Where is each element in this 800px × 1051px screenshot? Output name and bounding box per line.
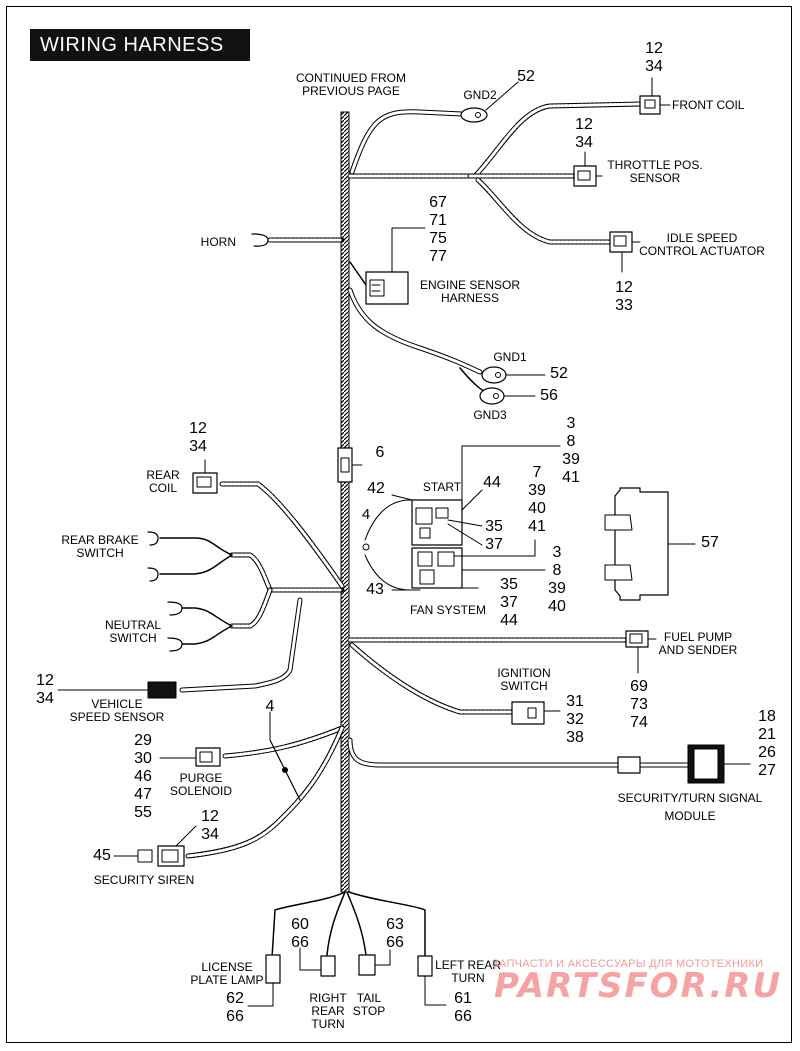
callout-52-gnd1: 52 [550,365,568,382]
watermark-logo: PARTSFOR.RU [494,966,783,1006]
fuel-pump-branch [347,630,657,674]
callout-4: 4 [361,506,371,523]
gnd1-label: GND1 [493,350,527,364]
gnd3-label: GND3 [473,408,507,422]
tail-fanout [247,891,447,1007]
start-label: START [422,480,462,494]
upper-right-branches [347,101,643,245]
callout-44: 44 [483,474,501,491]
watermark: ЗАПЧАСТИ И АКСЕССУАРЫ ДЛЯ МОТОТЕХНИКИ PA… [492,958,792,1008]
gnd2-terminal [460,81,519,123]
security-module-branch [347,737,751,784]
callout-43: 43 [366,581,384,598]
ground-wires [347,287,546,405]
security-turn-label: SECURITY/TURN SIGNAL [617,791,763,805]
module-label: MODULE [664,809,716,823]
callout-42: 42 [367,480,385,497]
callout-4-lower: 4 [265,698,275,715]
horn-label: HORN [200,235,236,249]
callout-52: 52 [517,68,535,85]
security-siren-label: SECURITY SIREN [93,873,195,887]
ignition-branch [349,642,561,725]
horn-branch [251,233,345,247]
page-title: WIRING HARNESS [30,29,250,61]
module-57 [604,487,696,601]
callout-6: 6 [375,444,385,461]
relay-block [362,445,561,591]
purge-siren-branch [113,711,345,867]
watermark-tagline: ЗАПЧАСТИ И АКСЕССУАРЫ ДЛЯ МОТОТЕХНИКИ [492,958,764,970]
junction-6 [337,447,363,483]
switch-branches [147,531,345,652]
gnd2-label: GND2 [463,88,497,102]
front-coil-connector [639,77,671,115]
diagram-frame [6,6,792,1043]
fan-system-label: FAN SYSTEM [409,603,486,617]
engine-sensor-harness [349,227,426,305]
callout-45: 45 [93,847,111,864]
callout-57: 57 [701,534,719,551]
throttle-connector [573,151,603,187]
idle-speed-connector [609,231,641,273]
throttle-label: THROTTLE POS.SENSOR [607,158,703,185]
callout-56: 56 [540,387,558,404]
front-coil-label: FRONT COIL [672,98,745,112]
rear-coil-branch [192,459,345,589]
main-trunk [340,111,350,893]
vehicle-speed-sensor-branch [57,597,303,699]
